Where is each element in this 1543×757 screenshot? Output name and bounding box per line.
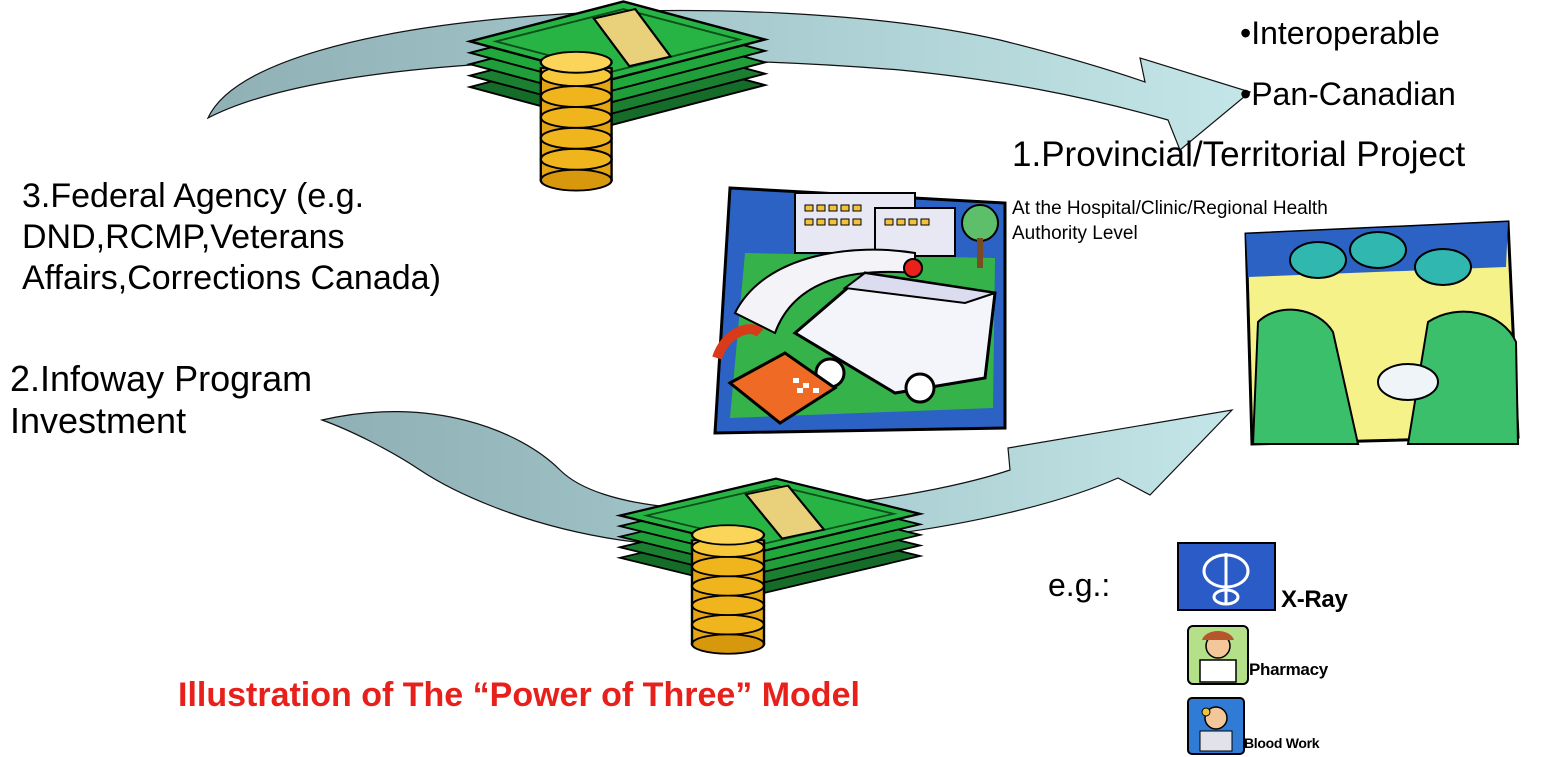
step-provincial-label: 1.Provincial/Territorial Project [1012,135,1466,174]
pharmacist-icon [1187,625,1249,685]
step-infoway-line-1: 2.Infoway Program [10,358,313,399]
ambulance-city-icon [712,186,1007,435]
step-federal-line-2: DND,RCMP,Veterans [22,218,345,256]
examples-prefix: e.g.: [1048,567,1111,603]
example-pharmacy-label: Pharmacy [1249,660,1328,679]
blood-work-icon [1187,697,1245,755]
diagram-title: Illustration of The “Power of Three” Mod… [178,676,860,714]
xray-icon [1177,542,1276,611]
step-provincial-sub-1: At the Hospital/Clinic/Regional Health [1012,198,1328,219]
bullet-interoperable: •Interoperable [1240,15,1440,51]
step-federal-line-3: Affairs,Corrections Canada) [22,259,441,297]
bottom-cycle-arrow [319,409,1234,547]
money-stack-icon [468,0,767,193]
bullet-pan-canadian: •Pan-Canadian [1240,76,1456,112]
money-stack-icon [618,477,922,656]
example-blood-work-label: Blood Work [1244,735,1320,751]
step-provincial-sub-2: Authority Level [1012,223,1138,244]
step-federal-line-1: 3.Federal Agency (e.g. [22,177,365,215]
surgeons-icon [1244,220,1520,446]
step-infoway-line-2: Investment [10,400,187,441]
example-xray-label: X-Ray [1281,586,1348,613]
